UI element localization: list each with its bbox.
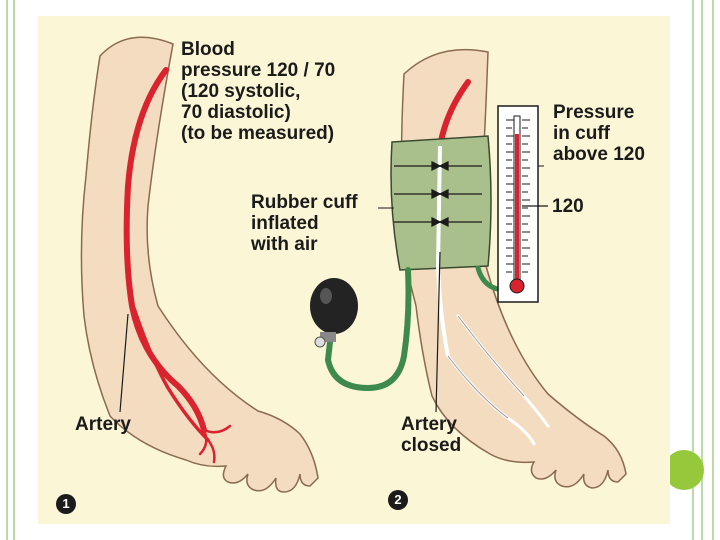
pressure-label-line: Pressure bbox=[553, 102, 635, 123]
slide-accent-dot bbox=[664, 450, 704, 490]
gauge-value-label: 120 bbox=[552, 196, 584, 217]
blood-pressure-figure: Blood pressure 120 / 70 (120 systolic, 7… bbox=[38, 16, 670, 524]
pressure-label-line: above 120 bbox=[553, 144, 645, 165]
artery-closed-pointer bbox=[435, 251, 441, 413]
bp-label-line: 70 diastolic) bbox=[181, 102, 291, 123]
gauge-ticks bbox=[506, 119, 530, 273]
slide-border-left bbox=[6, 0, 15, 540]
bp-label: Blood pressure 120 / 70 (120 systolic, 7… bbox=[181, 39, 335, 144]
panel-2-badge: 2 bbox=[388, 490, 408, 510]
bp-label-line: (120 systolic, bbox=[181, 81, 301, 102]
artery-closed-label-line: closed bbox=[401, 435, 462, 456]
bp-label-line: pressure 120 / 70 bbox=[181, 60, 336, 81]
artery-1-branch-b bbox=[198, 424, 232, 464]
pressure-label-line: in cuff bbox=[553, 123, 610, 144]
artery-1-pointer bbox=[119, 313, 129, 413]
bp-label-line: (to be measured) bbox=[181, 123, 335, 144]
pressure-label: Pressure in cuff above 120 bbox=[553, 102, 645, 165]
artery-1 bbox=[123, 67, 207, 433]
slide-border-right bbox=[692, 0, 714, 540]
artery-2-closed bbox=[435, 145, 450, 357]
artery-closed-label: Artery closed bbox=[401, 414, 461, 456]
artery-label: Artery bbox=[75, 414, 131, 435]
cuff-label: Rubber cuff inflated with air bbox=[251, 192, 358, 255]
figure-illustration bbox=[80, 36, 627, 493]
cuff-label-line: Rubber cuff bbox=[251, 192, 358, 213]
bp-label-line: Blood bbox=[181, 39, 235, 60]
cuff-label-line: with air bbox=[251, 234, 318, 255]
artery-1-branch-a bbox=[132, 306, 210, 442]
artery-closed-label-line: Artery bbox=[401, 414, 457, 435]
arm-1 bbox=[80, 36, 319, 493]
mercury-gauge bbox=[497, 105, 539, 303]
cuff-label-line: inflated bbox=[251, 213, 319, 234]
tube bbox=[324, 267, 412, 392]
panel-1-badge: 1 bbox=[56, 494, 76, 514]
cuff-pressure-arrows bbox=[394, 160, 482, 228]
bulb bbox=[310, 278, 358, 348]
